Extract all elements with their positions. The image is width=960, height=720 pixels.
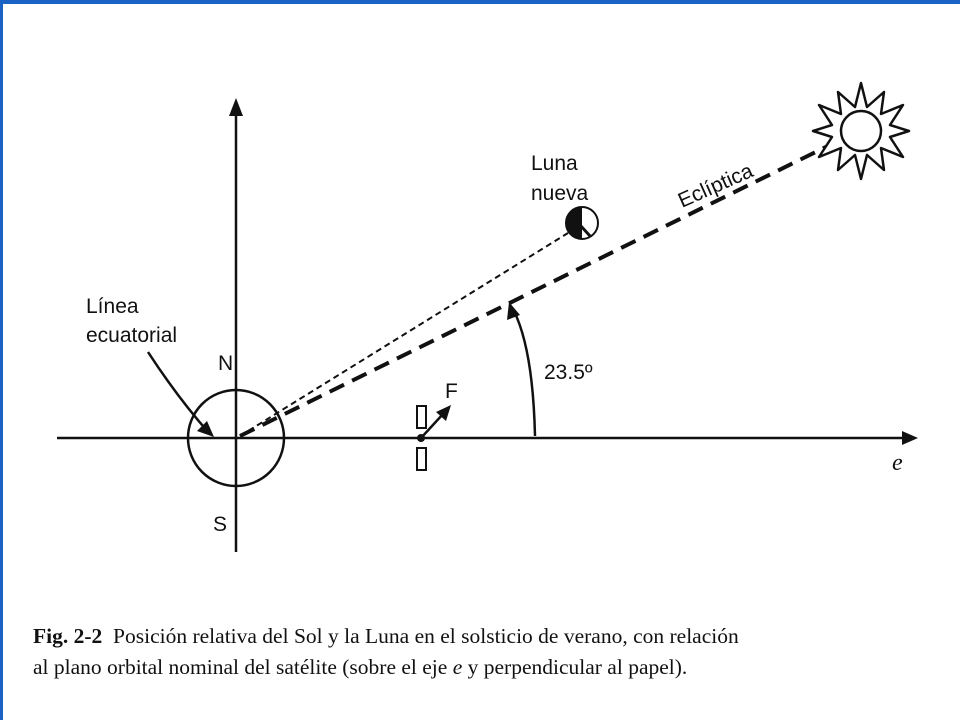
orbit-diagram: Línea ecuatorial N S Luna nueva Eclíptic… (57, 81, 918, 552)
new-moon-label-1: Luna (531, 152, 578, 175)
figure-caption: Fig. 2-2 Posición relativa del Sol y la … (33, 621, 933, 683)
north-axis-arrowhead (229, 98, 243, 116)
force-vector-arrow (420, 413, 444, 439)
caption-line-1: Fig. 2-2 Posición relativa del Sol y la … (33, 621, 933, 652)
north-label: N (218, 352, 233, 375)
figure-number: Fig. 2-2 (33, 624, 103, 648)
new-moon-label-2: nueva (531, 182, 589, 205)
caption-line-2: al plano orbital nominal del satélite (s… (33, 652, 933, 683)
axis-e-label: e (892, 450, 903, 476)
caption-text-2b: y perpendicular al papel). (467, 655, 688, 679)
equatorial-pointer-arrowhead (197, 421, 214, 437)
angle-arc-arrowhead (507, 302, 520, 320)
caption-text-1: Posición relativa del Sol y la Luna en e… (113, 624, 739, 648)
equatorial-line-label-2: ecuatorial (86, 324, 177, 347)
equatorial-line-label-1: Línea (86, 295, 139, 318)
new-moon-icon (565, 206, 599, 240)
moon-direction-line (239, 232, 569, 437)
caption-text-2a: al plano orbital nominal del satélite (s… (33, 655, 448, 679)
ecliptic-line (239, 139, 839, 438)
angle-label: 23.5º (544, 361, 593, 384)
equatorial-pointer-arrow (146, 351, 210, 434)
sun-icon (811, 81, 911, 181)
caption-axis-variable: e (452, 655, 463, 679)
force-vector-arrowhead (436, 405, 451, 421)
south-label: S (213, 513, 227, 536)
earth-circle (186, 388, 286, 488)
axis-e-arrowhead (902, 431, 918, 445)
angle-arc (512, 310, 537, 437)
force-label: F (445, 380, 458, 403)
